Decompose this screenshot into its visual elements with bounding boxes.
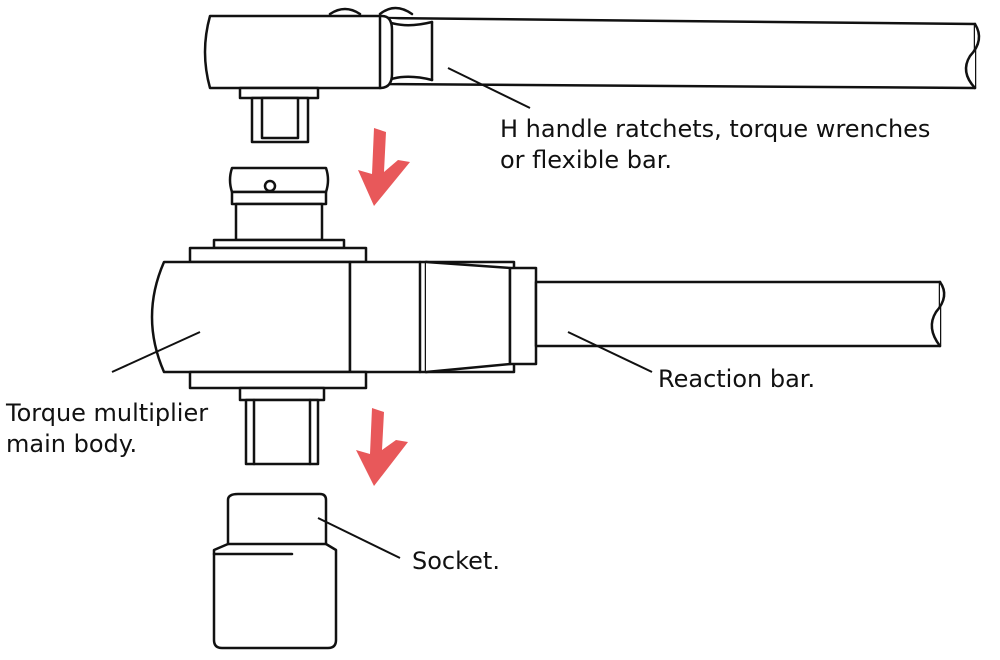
label-handle-line2: or flexible bar. — [500, 146, 673, 175]
reaction-bar — [534, 280, 946, 348]
label-main-body: Torque multiplier main body. — [6, 398, 208, 460]
label-handle: H handle ratchets, torque wrenches or fl… — [500, 114, 930, 176]
label-handle-line1: H handle ratchets, torque wrenches — [500, 115, 931, 143]
leader-reaction — [567, 331, 653, 373]
arrow-down-icon — [356, 408, 408, 486]
leader-body — [111, 331, 201, 373]
leader-socket — [317, 517, 401, 559]
label-main-body-line1: Torque multiplier — [6, 399, 209, 427]
label-socket: Socket. — [412, 547, 500, 575]
leader-handle — [447, 67, 531, 109]
multiplier-main-body — [150, 260, 538, 390]
label-reaction-bar: Reaction bar. — [658, 365, 816, 393]
multiplier-output-square — [238, 386, 326, 466]
label-main-body-line2: main body. — [6, 430, 138, 459]
ratchet-handle — [203, 6, 981, 144]
multiplier-input-square — [188, 166, 368, 264]
arrow-down-icon — [358, 128, 410, 206]
socket — [212, 492, 338, 650]
